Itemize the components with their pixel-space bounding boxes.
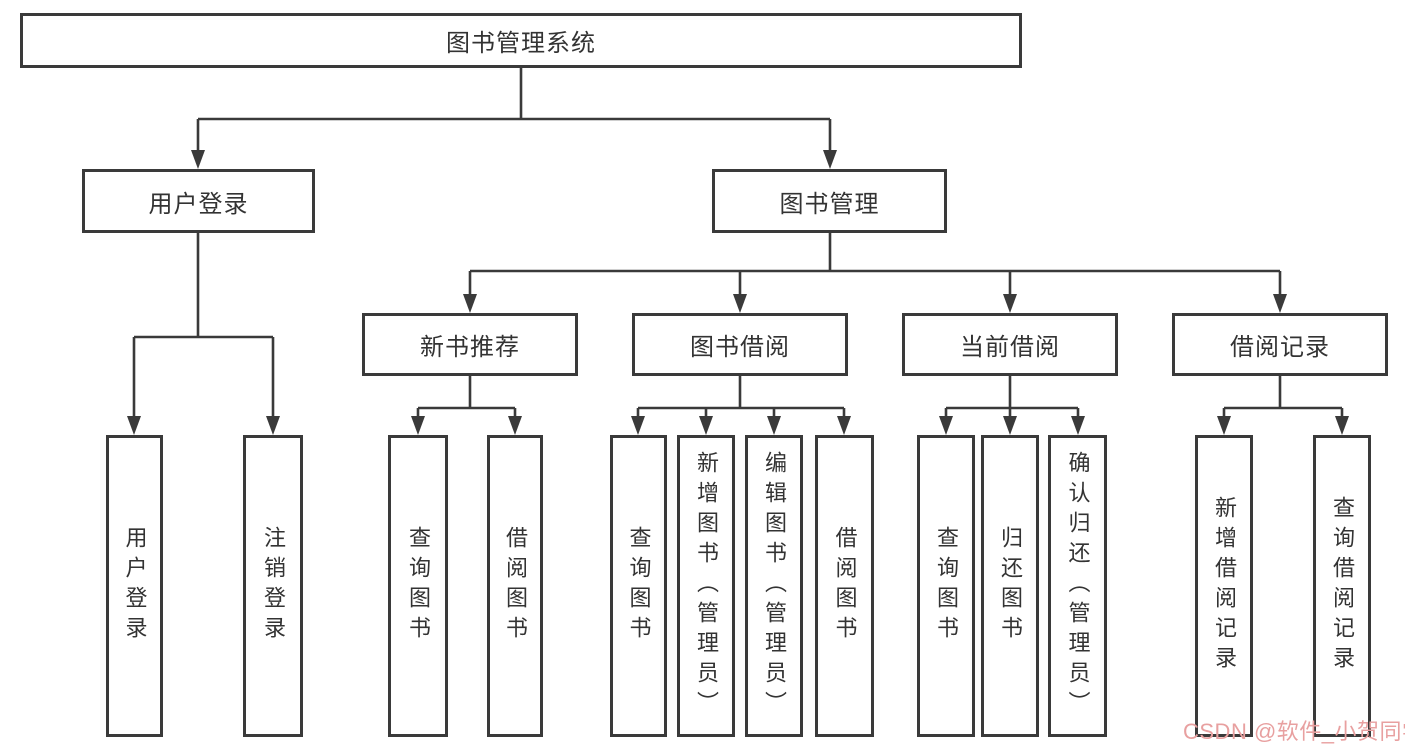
node-leaf-add-borrow-record: 新增借阅记录 [1195, 435, 1253, 737]
node-new-book-recommend: 新书推荐 [362, 313, 578, 376]
node-leaf-borrow-books-1: 借阅图书 [487, 435, 543, 737]
node-user-login-branch: 用户登录 [82, 169, 315, 233]
node-root-system: 图书管理系统 [20, 13, 1022, 68]
node-leaf-return-books: 归还图书 [981, 435, 1039, 737]
node-leaf-borrow-books-2: 借阅图书 [815, 435, 874, 737]
node-book-management-branch: 图书管理 [712, 169, 947, 233]
node-leaf-query-books-1: 查询图书 [388, 435, 448, 737]
csdn-watermark: CSDN @软件_小贺同学 [1183, 719, 1405, 744]
node-leaf-user-login: 用户登录 [106, 435, 163, 737]
node-book-borrow: 图书借阅 [632, 313, 848, 376]
node-current-borrow: 当前借阅 [902, 313, 1118, 376]
node-leaf-add-book-admin: 新增图书（管理员） [677, 435, 735, 737]
node-leaf-query-borrow-record: 查询借阅记录 [1313, 435, 1371, 737]
node-leaf-edit-book-admin: 编辑图书（管理员） [745, 435, 803, 737]
node-leaf-confirm-return-admin: 确认归还（管理员） [1048, 435, 1107, 737]
arrowhead-icons [127, 150, 1349, 435]
node-leaf-query-books-3: 查询图书 [917, 435, 975, 737]
node-leaf-logout: 注销登录 [243, 435, 303, 737]
node-borrow-records: 借阅记录 [1172, 313, 1388, 376]
node-leaf-query-books-2: 查询图书 [610, 435, 667, 737]
